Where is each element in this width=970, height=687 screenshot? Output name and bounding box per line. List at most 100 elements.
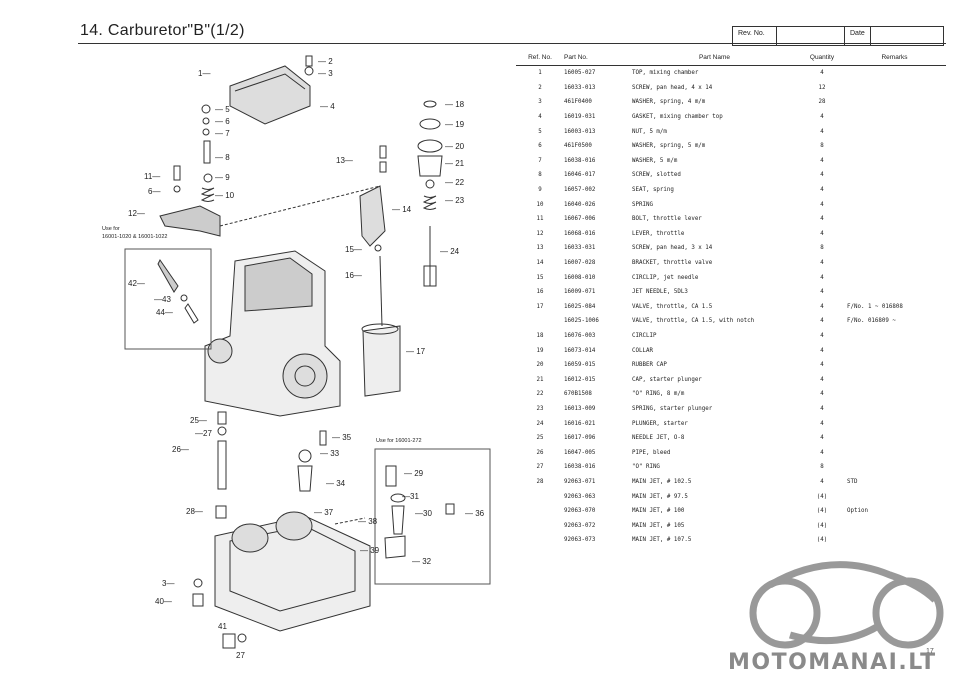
cell-part: 16016-021 (564, 420, 596, 427)
motorcycle-logo-icon (749, 561, 944, 649)
callout-23: — 23 (445, 196, 465, 205)
cell-ref: 12 (536, 230, 544, 237)
cell-part: 92063-073 (564, 537, 596, 544)
callout-21: — 21 (445, 159, 465, 168)
cell-name: BOLT, throttle lever (632, 216, 702, 223)
cell-name: PLUNGER, starter (632, 420, 688, 427)
cell-part: 16012-015 (564, 376, 596, 383)
cell-part: 16033-031 (564, 245, 596, 252)
cell-qty: 4 (820, 435, 824, 442)
cell-name: VALVE, throttle, CA 1.5, with notch (632, 318, 755, 325)
exploded-diagram: 1— — 2 — 3 — 4 — 5 — 6 — 7 — 8 — 9 — 10 … (102, 55, 491, 660)
cell-qty: (4) (816, 537, 828, 544)
cell-ref: 14 (536, 260, 544, 267)
cell-name: WASHER, spring, 5 m/m (632, 143, 706, 150)
cell-ref: 11 (536, 216, 544, 223)
cell-name: CAP, starter plunger (632, 376, 702, 383)
callout-4: — 4 (320, 102, 335, 111)
cell-rem: F/No. 1 ~ 016808 (847, 303, 903, 310)
callout-9: — 9 (215, 173, 230, 182)
cell-ref: 24 (536, 420, 544, 427)
cell-qty: 12 (818, 84, 826, 91)
col-ref: Ref. No. (528, 54, 552, 61)
cell-part: 16047-005 (564, 449, 596, 456)
cell-part: 461F0500 (564, 143, 592, 150)
cell-qty: 4 (820, 128, 824, 135)
cell-part: 16068-016 (564, 230, 596, 237)
cell-qty: 4 (820, 391, 824, 398)
cell-name: COLLAR (632, 347, 653, 354)
cell-name: JET NEEDLE, 5DL3 (632, 289, 688, 296)
callout-36: — 36 (465, 509, 485, 518)
cell-name: SPRING, starter plunger (632, 405, 713, 412)
cell-part: 16009-071 (564, 289, 596, 296)
cell-qty: (4) (816, 508, 828, 515)
cell-name: WASHER, spring, 4 m/m (632, 99, 706, 106)
callout-29: — 29 (404, 469, 424, 478)
cell-name: MAIN JET, # 100 (632, 508, 685, 515)
cell-name: LEVER, throttle (632, 230, 685, 237)
cell-name: GASKET, mixing chamber top (632, 114, 723, 121)
cell-qty: 4 (820, 274, 824, 281)
cell-qty: 4 (820, 201, 824, 208)
col-name: Part Name (698, 54, 731, 61)
cell-name: VALVE, throttle, CA 1.5 (632, 303, 713, 310)
callout-25: 25— (190, 416, 207, 425)
cell-name: MAIN JET, # 102.5 (632, 478, 692, 485)
cell-qty: 8 (820, 464, 824, 471)
cell-qty: 4 (820, 420, 824, 427)
callout-31: —31 (402, 492, 419, 501)
col-part: Part No. (564, 54, 588, 61)
use-for-label-1b: 16001-1020 & 16001-1022 (102, 234, 167, 240)
cell-qty: 4 (820, 362, 824, 369)
cell-ref: 6 (538, 143, 542, 150)
cell-part: 16025-1006 (564, 318, 599, 325)
callout-43: —43 (154, 295, 171, 304)
cell-name: RUBBER CAP (632, 362, 667, 369)
cell-name: "O" RING (632, 464, 660, 471)
cell-part: 16033-013 (564, 84, 596, 91)
cell-part: 16019-031 (564, 114, 596, 121)
rev-label: Rev. No. (733, 27, 777, 45)
cell-ref: 8 (538, 172, 542, 179)
cell-ref: 3 (538, 99, 542, 106)
callout-34: — 34 (326, 479, 346, 488)
cell-ref: 15 (536, 274, 544, 281)
callout-3: — 3 (318, 69, 333, 78)
date-label: Date (845, 27, 871, 45)
cell-qty: 4 (820, 216, 824, 223)
cell-part: 461F0400 (564, 99, 592, 106)
cell-part: 16076-003 (564, 332, 596, 339)
cell-qty: 4 (820, 70, 824, 77)
cell-qty: 4 (820, 172, 824, 179)
callout-16: 16— (345, 271, 362, 280)
callout-39: — 39 (360, 546, 380, 555)
cell-name: MAIN JET, # 105 (632, 522, 685, 529)
parts-list-header: Ref. No. Part No. Part Name Quantity Rem… (516, 52, 946, 66)
callout-44: 44— (156, 308, 173, 317)
cell-qty: 4 (820, 260, 824, 267)
cell-qty: 4 (820, 187, 824, 194)
callout-27: —27 (195, 429, 212, 438)
cell-qty: 4 (820, 449, 824, 456)
callout-7: — 7 (215, 129, 230, 138)
cell-part: 16046-017 (564, 172, 596, 179)
callout-26: 26— (172, 445, 189, 454)
revision-box: Rev. No. Date (732, 26, 944, 46)
cell-qty: 4 (820, 405, 824, 412)
callout-18: — 18 (445, 100, 465, 109)
cell-part: 16007-028 (564, 260, 596, 267)
